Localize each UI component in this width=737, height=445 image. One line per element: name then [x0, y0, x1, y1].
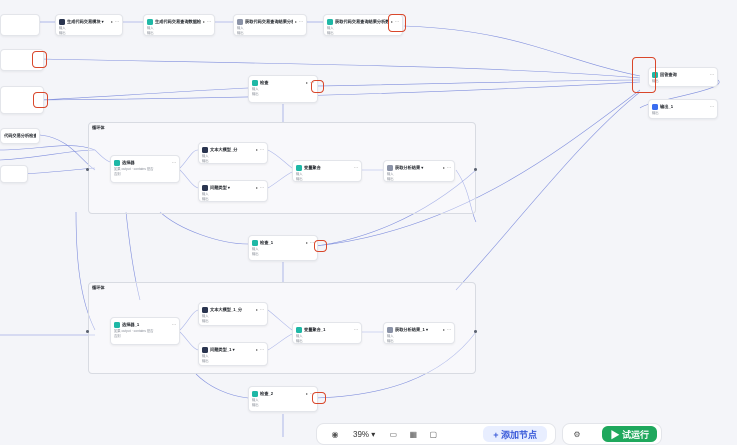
highlight-box: [312, 392, 326, 404]
port[interactable]: [474, 168, 477, 171]
run-icon[interactable]: ▸: [255, 307, 258, 312]
classify-icon: [202, 184, 208, 191]
code-icon: [237, 18, 243, 25]
node-check-3[interactable]: 检查_2▸⋯ 输入 输出: [248, 386, 318, 412]
condition-icon: [252, 79, 258, 86]
node-top-b[interactable]: 生成代码交易查询数据检验 ▾▸⋯ 输入 输出: [143, 14, 215, 36]
aggregate-icon: [296, 326, 302, 333]
more-icon[interactable]: ⋯: [260, 347, 264, 352]
llm-icon: [202, 306, 208, 313]
pointer-icon[interactable]: ◉: [331, 429, 339, 439]
highlight-box: [314, 240, 327, 252]
output-icon: [652, 103, 658, 110]
run-toolbar: ⚙ ▶ 试运行: [562, 423, 662, 445]
node-g1-llm[interactable]: 文本大模型_分▸⋯ 输入 输出: [198, 142, 268, 164]
more-icon[interactable]: ⋯: [260, 185, 264, 190]
more-icon[interactable]: ⋯: [207, 19, 211, 24]
node-g2-type[interactable]: 问题类型_1 ▾▸⋯ 输入 输出: [198, 342, 268, 366]
run-icon[interactable]: ▸: [305, 240, 308, 245]
highlight-box: [311, 80, 324, 93]
minimap-icon[interactable]: ▭: [389, 429, 398, 439]
test-run-button[interactable]: ▶ 试运行: [602, 426, 657, 442]
layout-icon[interactable]: ▦: [409, 429, 418, 439]
node-g2-result[interactable]: 获取分析结果_1 ▾▸⋯ 输入 输出: [383, 322, 455, 344]
run-icon[interactable]: ▸: [202, 19, 205, 24]
partial-node-top-left[interactable]: [0, 14, 40, 36]
more-icon[interactable]: ⋯: [710, 104, 714, 109]
code-icon: [327, 18, 333, 25]
node-g2-aggregate[interactable]: 变量聚合_1⋯ 输入 输出: [292, 322, 362, 344]
more-icon[interactable]: ⋯: [310, 240, 314, 245]
aggregate-icon: [296, 164, 302, 171]
port[interactable]: [474, 330, 477, 333]
port[interactable]: [86, 168, 89, 171]
node-check-2[interactable]: 检查_1▸⋯ 输入 输出: [248, 235, 318, 261]
llm-icon: [202, 146, 208, 153]
condition-icon: [252, 239, 258, 246]
more-icon[interactable]: ⋯: [260, 307, 264, 312]
code-icon: [59, 18, 65, 25]
more-icon[interactable]: ⋯: [447, 165, 451, 170]
run-icon[interactable]: ▸: [390, 19, 393, 24]
comment-icon[interactable]: ▢: [429, 429, 438, 439]
more-icon[interactable]: ⋯: [172, 160, 176, 165]
run-icon[interactable]: ▸: [442, 165, 445, 170]
run-icon[interactable]: ▸: [442, 327, 445, 332]
selector-icon: [114, 321, 120, 328]
code-icon: [387, 326, 393, 333]
port[interactable]: [86, 330, 89, 333]
more-icon[interactable]: ⋯: [299, 19, 303, 24]
highlight-box: [32, 51, 47, 68]
node-top-d[interactable]: 获取代码交易查询结果分析数据分析 ▾▸⋯ 输入 输出: [323, 14, 403, 36]
condition-icon: [252, 390, 258, 397]
debug-icon[interactable]: ⚙: [573, 429, 581, 439]
node-top-c[interactable]: 获取代码交易查询结果分析 ▾▸⋯ 输入 输出: [233, 14, 307, 36]
partial-node-left-2[interactable]: [0, 86, 44, 114]
node-g1-selector[interactable]: 选择器⋯ 如果 output · contains 是否 否则: [110, 155, 180, 183]
run-icon[interactable]: ▸: [294, 19, 297, 24]
run-icon[interactable]: ▸: [305, 391, 308, 396]
highlight-box: [33, 92, 48, 108]
node-top-a[interactable]: 生成代码交易模块 ▾▸⋯ 输入 输出: [55, 14, 123, 36]
run-icon[interactable]: ▸: [255, 347, 258, 352]
more-icon[interactable]: ⋯: [172, 322, 176, 327]
run-icon[interactable]: ▸: [255, 147, 258, 152]
zoom-select[interactable]: 39% ▾: [353, 429, 376, 439]
run-icon[interactable]: ▸: [305, 80, 308, 85]
canvas-toolbar: ◉ 39% ▾ ▭ ▦ ▢ + 添加节点: [316, 423, 556, 445]
run-icon[interactable]: ▸: [255, 185, 258, 190]
partial-node-left-4[interactable]: [0, 165, 28, 183]
classify-icon: [202, 346, 208, 353]
highlight-box: [632, 57, 656, 93]
node-g1-aggregate[interactable]: 变量聚合⋯ 输入 输出: [292, 160, 362, 182]
more-icon[interactable]: ⋯: [115, 19, 119, 24]
selector-icon: [114, 159, 120, 166]
partial-node-left-3[interactable]: 代码交易分析检查 ▾: [0, 128, 40, 144]
code-icon: [387, 164, 393, 171]
node-output-2[interactable]: 输出_1⋯ 输出: [648, 99, 718, 119]
add-node-button[interactable]: + 添加节点: [483, 426, 547, 442]
node-output-1[interactable]: 回答查询⋯ 输出: [648, 67, 718, 87]
more-icon[interactable]: ⋯: [260, 147, 264, 152]
node-check-1[interactable]: 检查▸⋯ 输入 输出: [248, 75, 318, 103]
more-icon[interactable]: ⋯: [447, 327, 451, 332]
chevron-down-icon: ▾: [371, 429, 376, 439]
more-icon[interactable]: ⋯: [710, 72, 714, 77]
node-g1-type[interactable]: 问题类型 ▾▸⋯ 输入 输出: [198, 180, 268, 202]
highlight-box: [388, 14, 406, 32]
more-icon[interactable]: ⋯: [354, 327, 358, 332]
code-icon: [147, 18, 153, 25]
run-icon[interactable]: ▸: [110, 19, 113, 24]
node-g2-llm[interactable]: 文本大模型_1_分▸⋯ 输入 输出: [198, 302, 268, 326]
node-g1-result[interactable]: 获取分析结果 ▾▸⋯ 输入 输出: [383, 160, 455, 182]
node-g2-selector[interactable]: 选择器_1⋯ 如果 output · contains 是否 否则: [110, 317, 180, 345]
more-icon[interactable]: ⋯: [354, 165, 358, 170]
more-icon[interactable]: ⋯: [395, 19, 399, 24]
